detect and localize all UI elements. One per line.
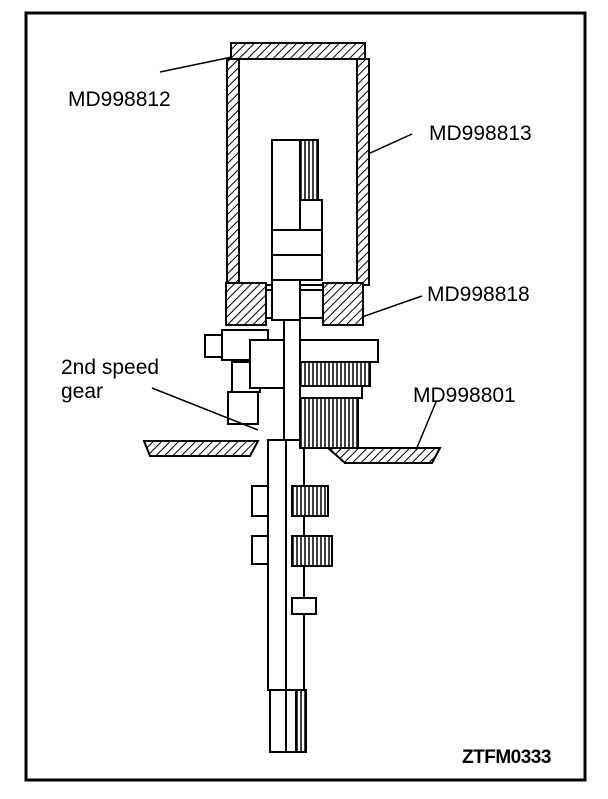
label-md998813: MD998813 <box>429 122 532 145</box>
main-shaft <box>267 319 307 753</box>
leader-lines <box>151 56 437 451</box>
shaft-upper <box>271 139 323 321</box>
md998801-plate <box>142 440 442 464</box>
label-md998812: MD998812 <box>68 88 171 111</box>
synchronizer-assembly <box>204 329 285 425</box>
figure-code: ZTFM0333 <box>462 747 551 768</box>
label-2nd-speed-gear: 2nd speed gear <box>61 356 160 403</box>
label-md998818: MD998818 <box>427 283 530 306</box>
figure-frame <box>24 11 587 782</box>
label-md998801: MD998801 <box>413 384 516 407</box>
lower-gears <box>251 485 333 615</box>
second-speed-gear-stack <box>299 339 379 449</box>
